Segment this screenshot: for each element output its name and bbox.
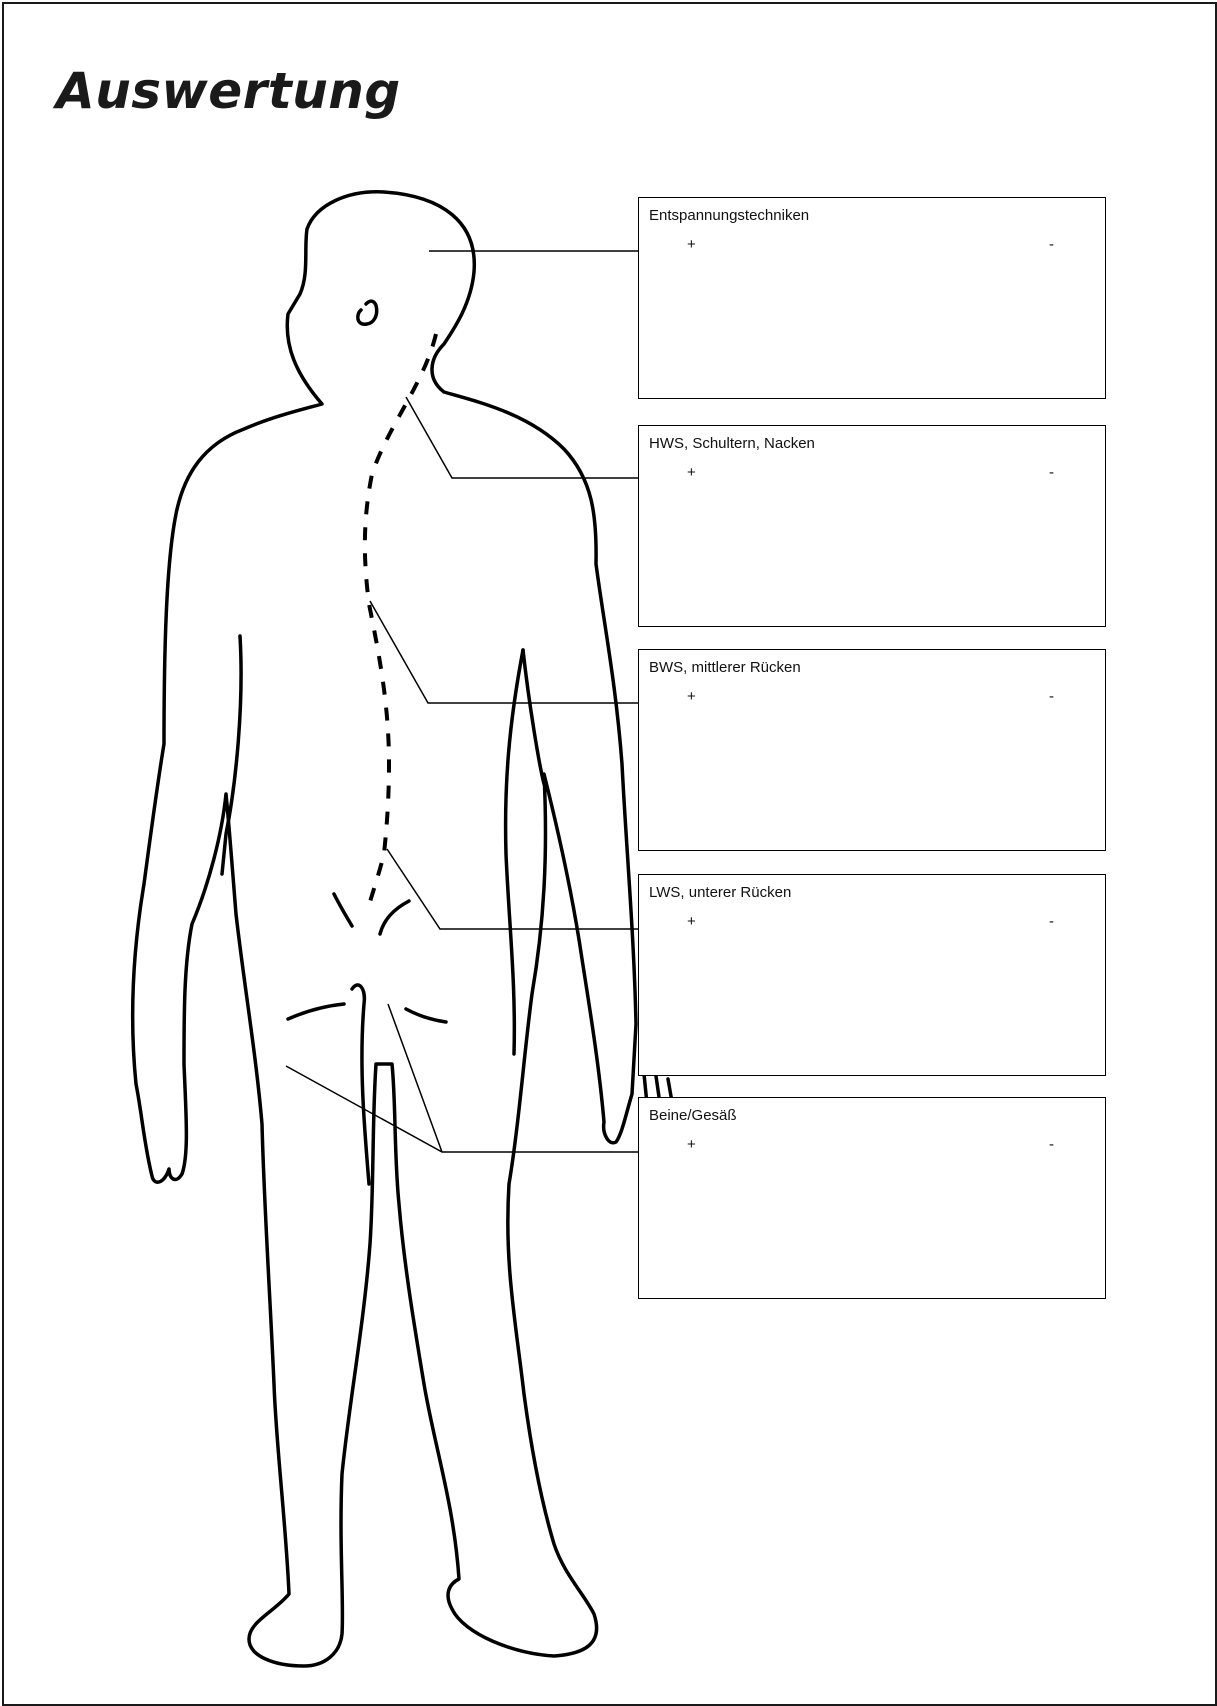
- minus-sign: -: [1049, 1136, 1054, 1153]
- section-label: HWS, Schultern, Nacken: [649, 435, 815, 452]
- section-box-relaxation[interactable]: Entspannungstechniken + -: [638, 197, 1106, 399]
- minus-sign: -: [1049, 688, 1054, 705]
- section-box-lumbar[interactable]: LWS, unterer Rücken + -: [638, 874, 1106, 1076]
- plus-sign: +: [687, 464, 696, 481]
- section-label: Entspannungstechniken: [649, 207, 809, 224]
- minus-sign: -: [1049, 913, 1054, 930]
- section-box-cervical[interactable]: HWS, Schultern, Nacken + -: [638, 425, 1106, 627]
- plus-sign: +: [687, 688, 696, 705]
- section-box-thoracic[interactable]: BWS, mittlerer Rücken + -: [638, 649, 1106, 851]
- minus-sign: -: [1049, 236, 1054, 253]
- plus-sign: +: [687, 236, 696, 253]
- section-label: Beine/Gesäß: [649, 1107, 737, 1124]
- minus-sign: -: [1049, 464, 1054, 481]
- section-label: LWS, unterer Rücken: [649, 884, 791, 901]
- section-label: BWS, mittlerer Rücken: [649, 659, 801, 676]
- plus-sign: +: [687, 913, 696, 930]
- section-box-legs[interactable]: Beine/Gesäß + -: [638, 1097, 1106, 1299]
- plus-sign: +: [687, 1136, 696, 1153]
